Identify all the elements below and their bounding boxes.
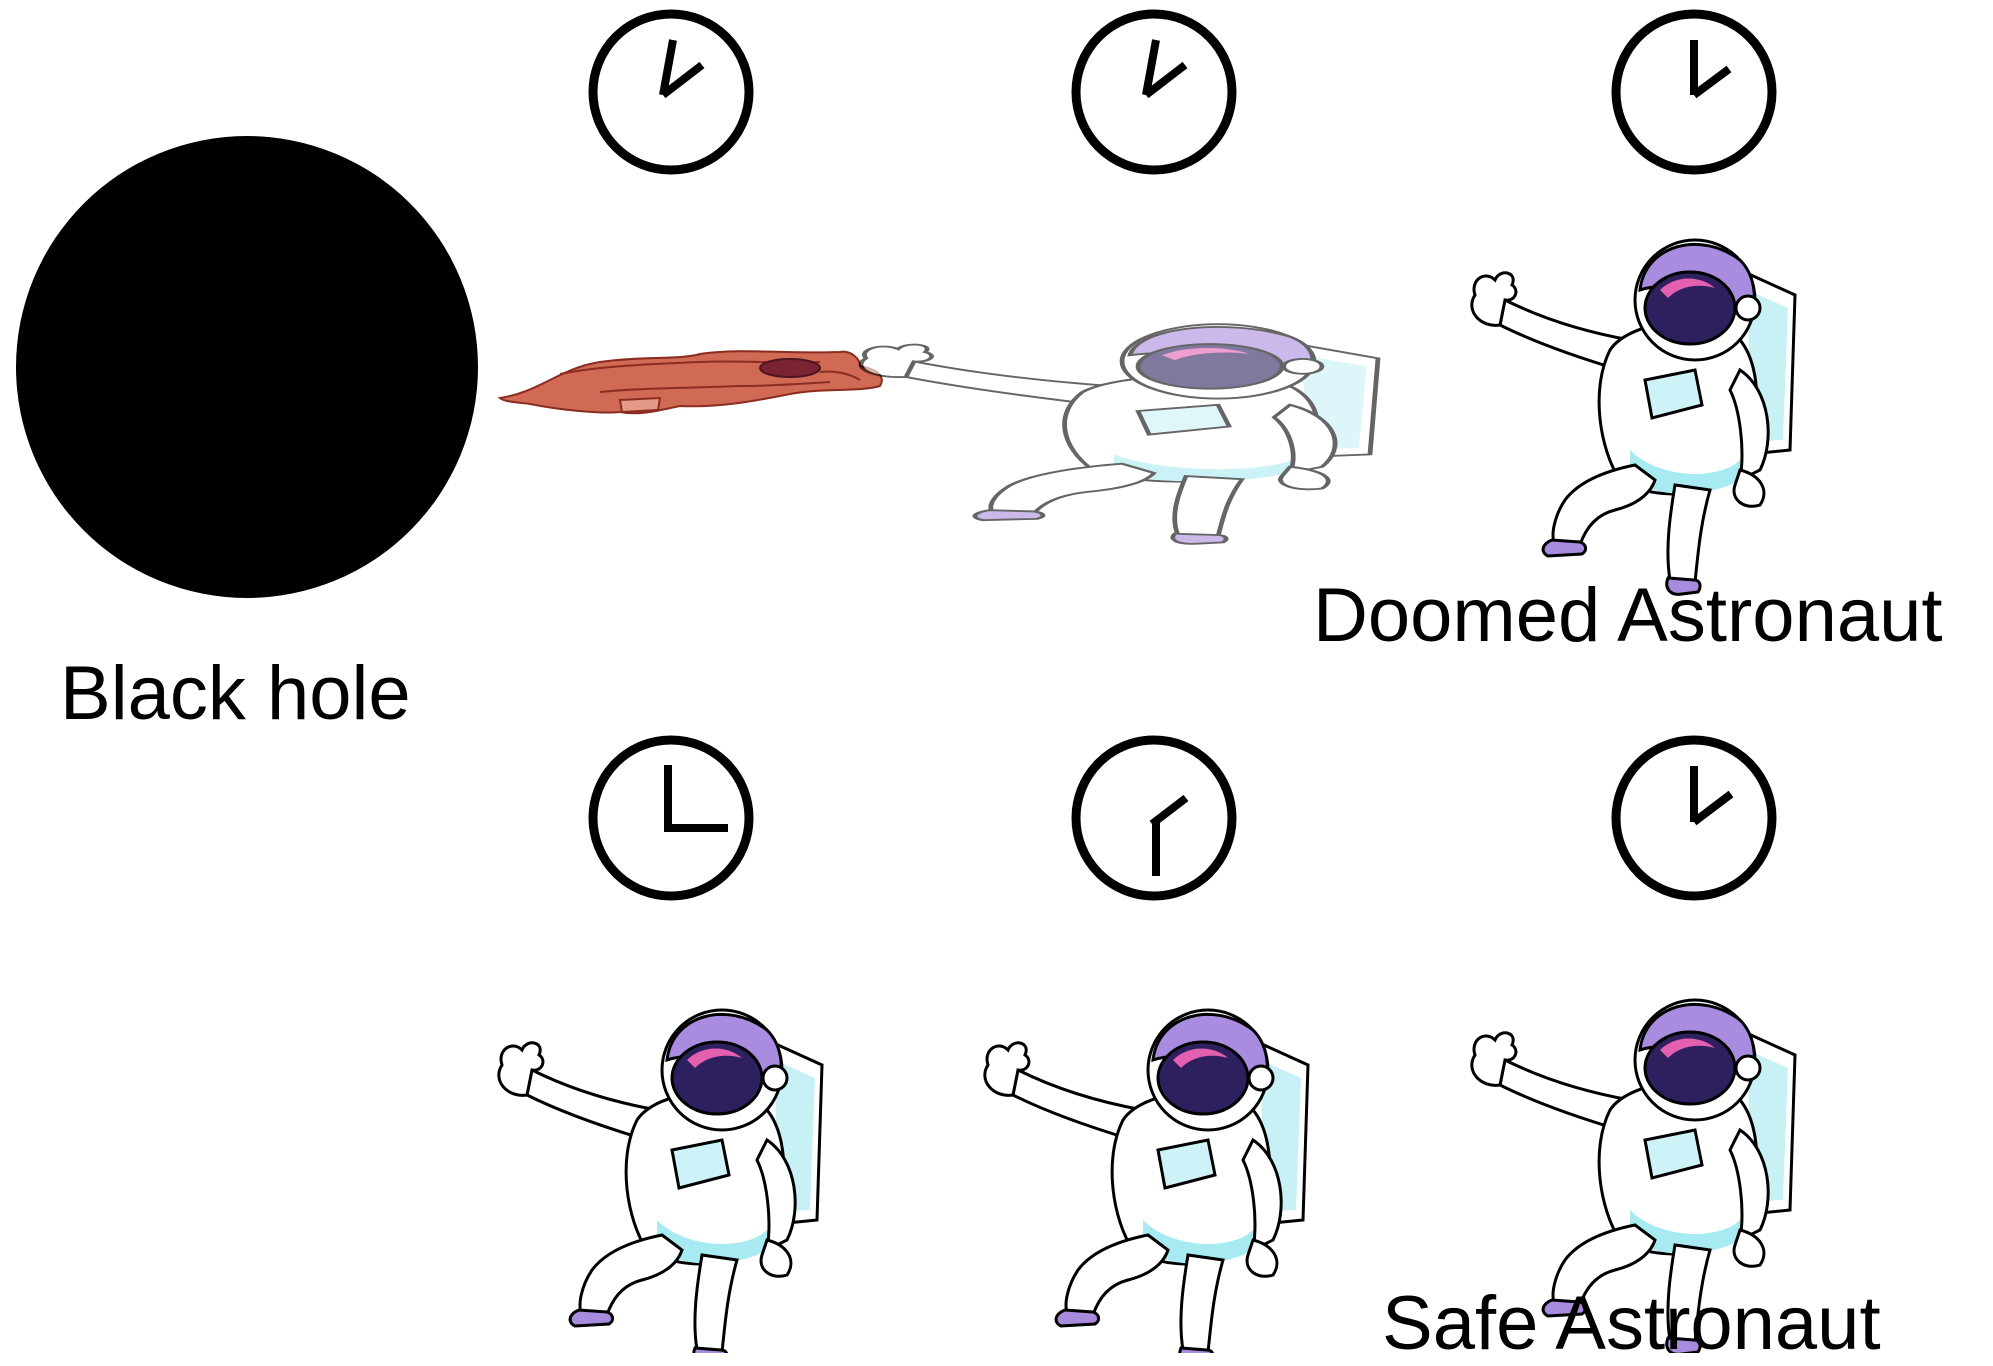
doomed-astronaut-label: Doomed Astronaut xyxy=(1313,578,1943,654)
clock-icon xyxy=(1076,740,1232,896)
black-hole-label: Black hole xyxy=(60,656,411,732)
safe-astronaut-label: Safe Astronaut xyxy=(1382,1286,1881,1362)
astronaut-icon xyxy=(1472,240,1795,594)
spaghettified-remains xyxy=(500,351,882,413)
astronaut-icon xyxy=(499,1010,822,1353)
clock-icon xyxy=(1616,740,1772,896)
astronaut-icon xyxy=(861,324,1378,544)
clock-icon xyxy=(593,14,749,170)
clock-icon xyxy=(1616,14,1772,170)
clock-icon xyxy=(593,740,749,896)
black-hole xyxy=(16,136,478,598)
clock-icon xyxy=(1076,14,1232,170)
astronaut-icon xyxy=(985,1010,1308,1353)
